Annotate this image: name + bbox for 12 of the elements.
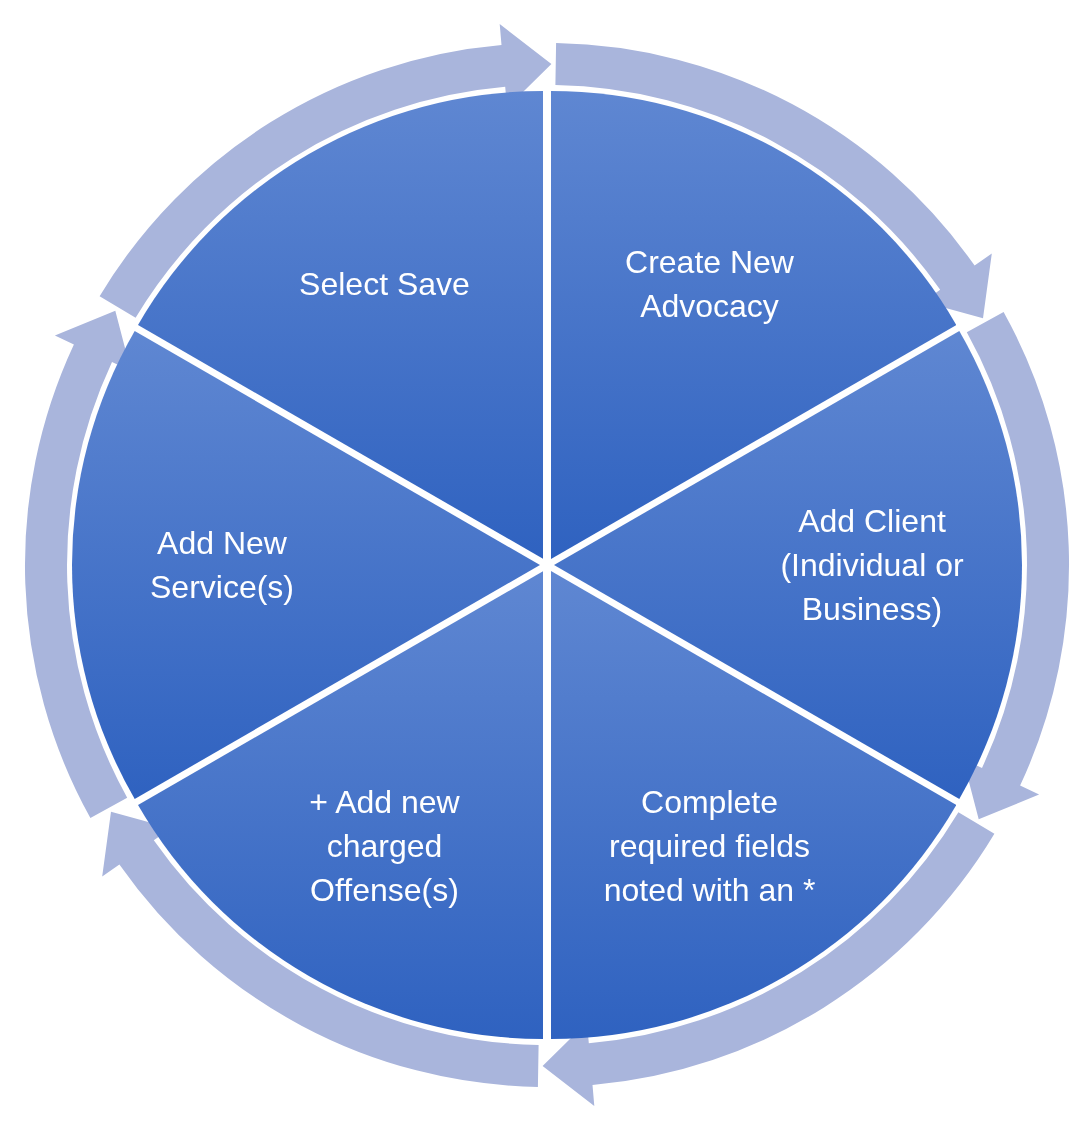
step-label: Complete required fields noted with an * bbox=[602, 783, 817, 911]
curved-arrow bbox=[542, 812, 995, 1106]
curved-arrow bbox=[102, 811, 539, 1087]
step-label: Add New Service(s) bbox=[149, 524, 295, 607]
wedge-segment bbox=[138, 571, 544, 1040]
step-label: Select Save bbox=[298, 264, 471, 304]
wedge-segment bbox=[138, 90, 544, 559]
step-label: + Add new charged Offense(s) bbox=[308, 783, 461, 911]
curved-arrow bbox=[99, 24, 552, 318]
curved-arrow bbox=[555, 43, 992, 319]
step-label: Create New Advocacy bbox=[624, 242, 795, 326]
step-label: Add Client (Individual or Business) bbox=[779, 502, 965, 629]
